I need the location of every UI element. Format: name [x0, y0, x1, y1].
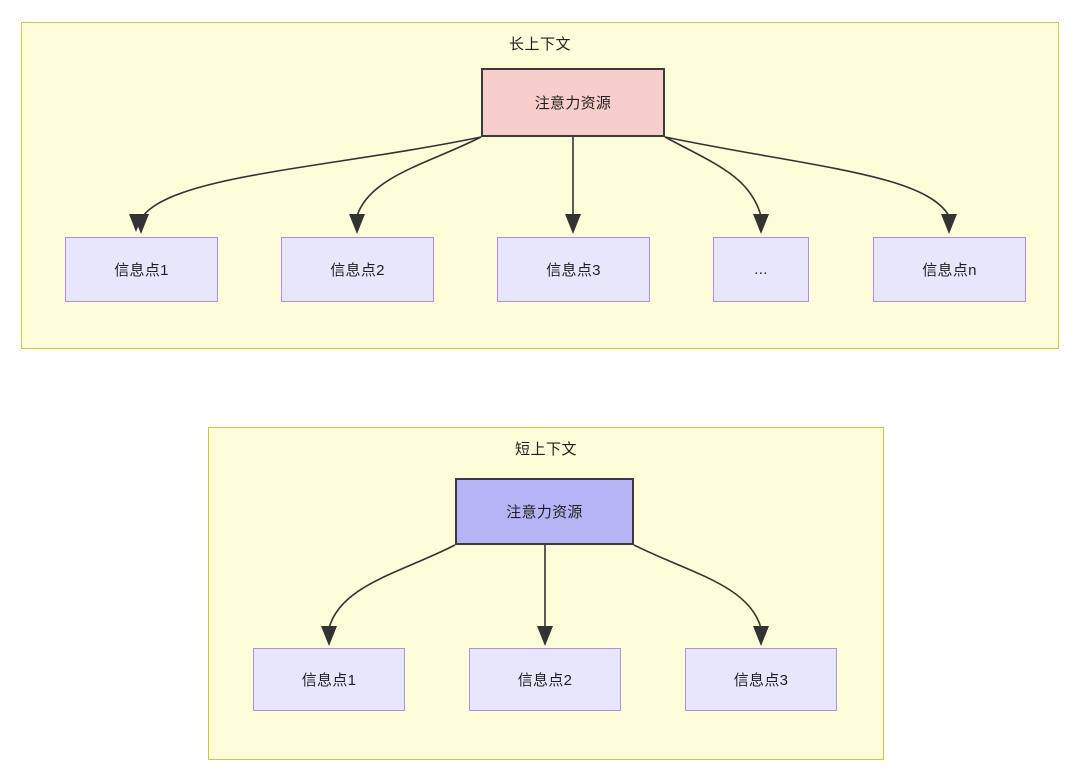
long-context-leaf-n[interactable]: 信息点n	[873, 237, 1026, 302]
short-context-root-label: 注意力资源	[506, 504, 583, 521]
long-context-leaf-n-label: 信息点n	[922, 262, 977, 279]
long-context-leaf-ellipsis[interactable]: ...	[713, 237, 809, 302]
long-context-root-label: 注意力资源	[534, 95, 612, 112]
long-context-leaf-2-label: 信息点2	[330, 262, 385, 279]
long-context-root-node[interactable]: 注意力资源	[481, 68, 665, 137]
short-context-leaf-3[interactable]: 信息点3	[685, 648, 837, 711]
long-context-leaf-3-label: 信息点3	[546, 262, 601, 279]
long-context-leaf-3[interactable]: 信息点3	[497, 237, 650, 302]
short-context-root-node[interactable]: 注意力资源	[455, 478, 634, 545]
short-context-leaf-1-label: 信息点1	[301, 672, 357, 689]
long-context-leaf-1[interactable]: 信息点1	[65, 237, 218, 302]
group-short-context-title: 短上下文	[514, 441, 577, 458]
short-context-leaf-1[interactable]: 信息点1	[253, 648, 405, 711]
long-context-leaf-2[interactable]: 信息点2	[281, 237, 434, 302]
short-context-leaf-2-label: 信息点2	[517, 672, 573, 689]
group-long-context-title: 长上下文	[508, 36, 571, 53]
long-context-leaf-1-label: 信息点1	[114, 262, 169, 279]
short-context-leaf-3-label: 信息点3	[733, 672, 789, 689]
short-context-leaf-2[interactable]: 信息点2	[469, 648, 621, 711]
long-context-leaf-ellipsis-label: ...	[754, 261, 768, 278]
